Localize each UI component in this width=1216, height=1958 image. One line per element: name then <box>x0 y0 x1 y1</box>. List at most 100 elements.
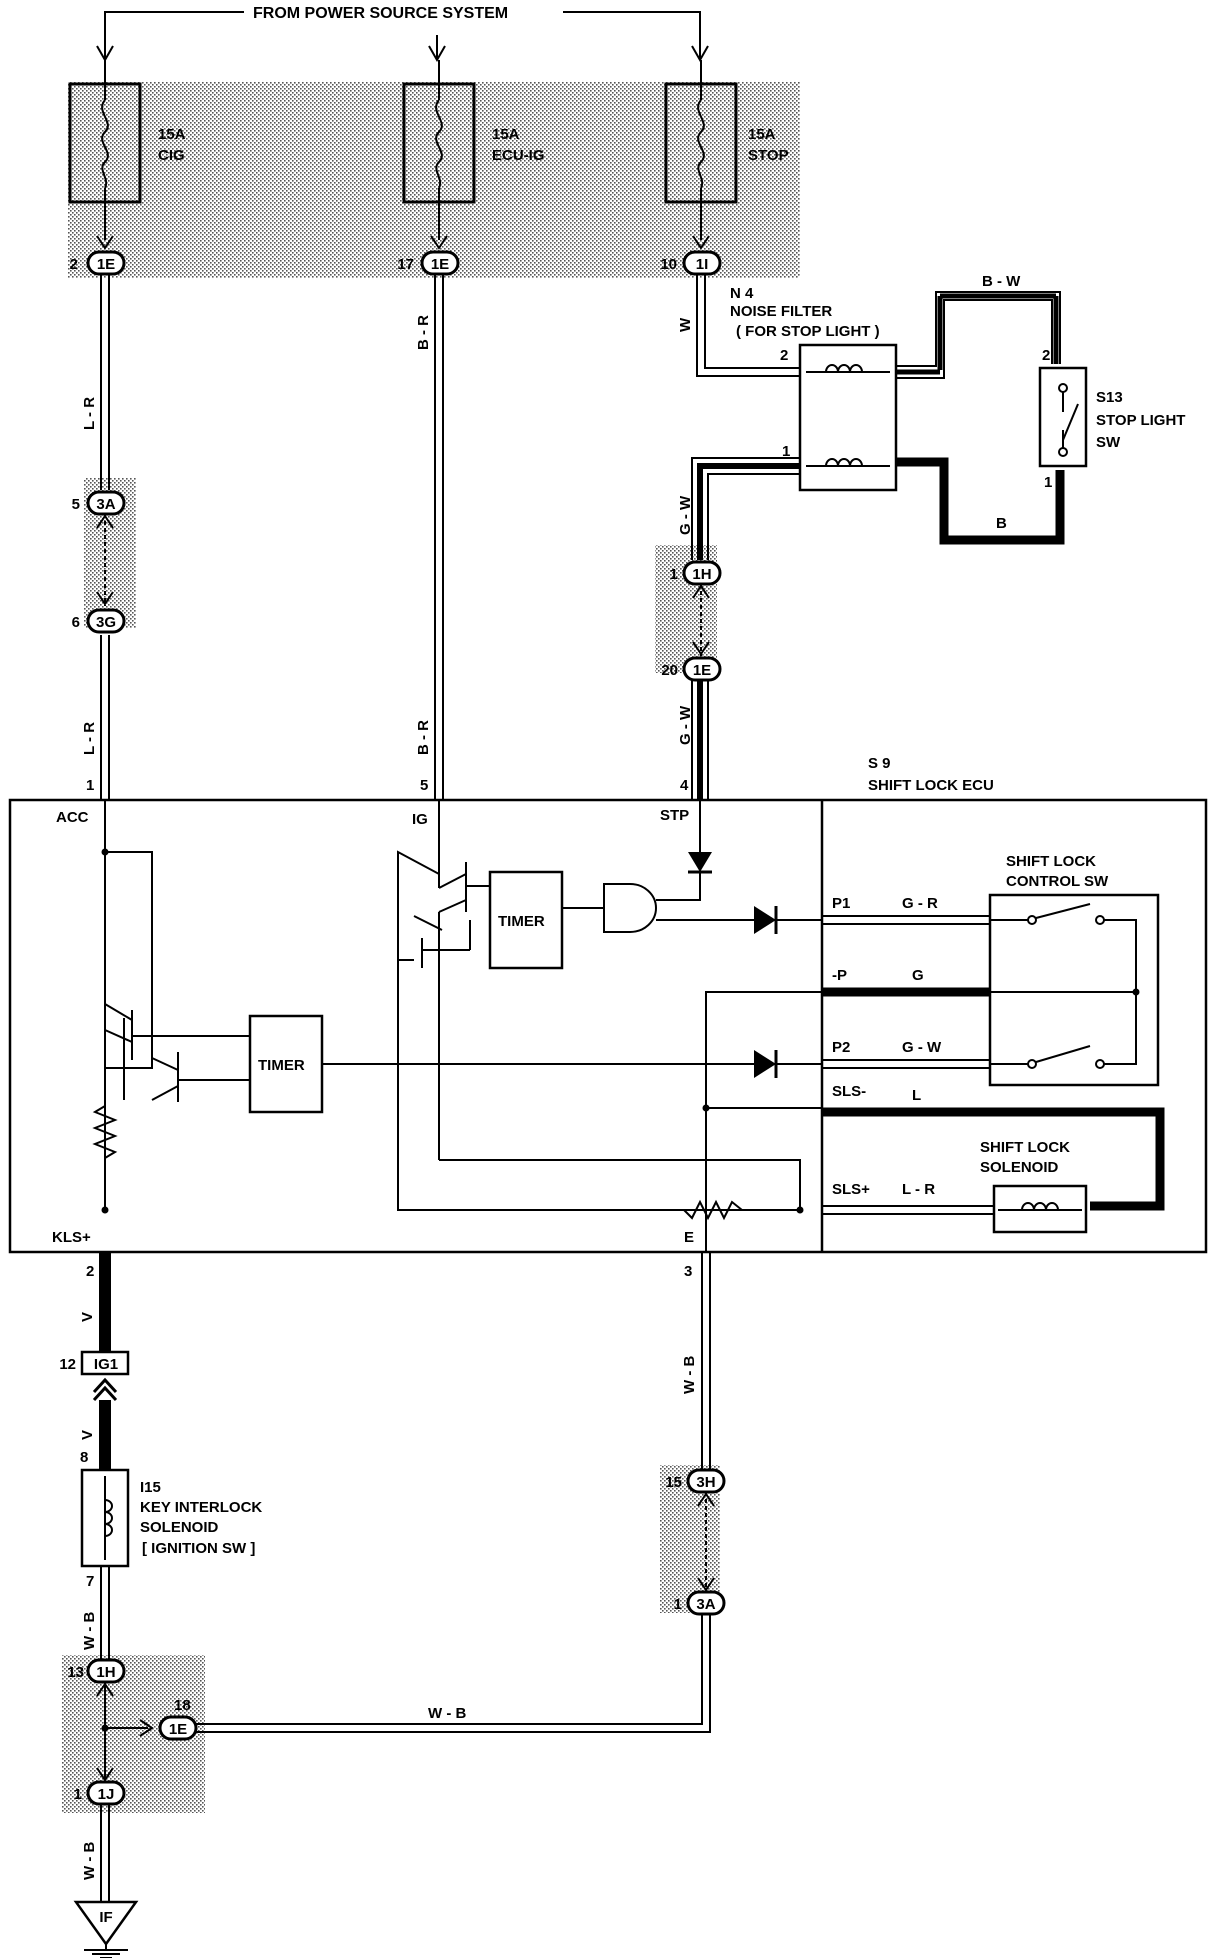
key-interlock-line3: [ IGNITION SW ] <box>142 1540 255 1557</box>
ecu-internal-acc <box>92 800 250 1210</box>
ecu-ref: S 9 <box>868 755 891 772</box>
wire-label-gw2: G - W <box>677 705 694 745</box>
wire-label-lr2: L - R <box>81 722 98 755</box>
noise-filter-ref: N 4 <box>730 285 754 302</box>
shift-lock-solenoid <box>992 1184 1088 1234</box>
fuse-cig <box>68 60 142 240</box>
ecu-timer-2 <box>488 870 564 970</box>
ground-symbol <box>73 1900 139 1958</box>
ecu-wire-slsp: L - R <box>902 1181 935 1198</box>
ecu-terminal-kls: KLS+ <box>52 1229 91 1246</box>
connector-c5-code: 3G <box>96 614 116 631</box>
ecu-timer-2-label: TIMER <box>498 913 545 930</box>
wire-b <box>896 457 1065 545</box>
key-interlock-ref: I15 <box>140 1479 161 1496</box>
control-sw-line2: CONTROL SW <box>1006 873 1109 890</box>
control-sw-line1: SHIFT LOCK <box>1006 853 1096 870</box>
ecu-terminal-p2: P2 <box>832 1039 850 1056</box>
ecu-pin-kls: 2 <box>86 1263 94 1280</box>
connector-c3 <box>682 235 722 276</box>
power-feed <box>96 11 709 63</box>
connector-c7 <box>682 656 722 682</box>
ground-code: IF <box>99 1909 112 1926</box>
stop-switch-pin-top: 2 <box>1042 347 1050 364</box>
stop-switch-line2: SW <box>1096 434 1121 451</box>
connector-c12 <box>158 1715 198 1741</box>
noise-filter-line2: ( FOR STOP LIGHT ) <box>736 323 880 340</box>
connector-c6-pin: 1 <box>670 566 678 583</box>
key-interlock-line2: SOLENOID <box>140 1519 219 1536</box>
ecu-wire-slsm: L <box>912 1087 921 1104</box>
connector-c10-code: 3A <box>696 1596 715 1613</box>
ecu-terminal-slsm: SLS- <box>832 1083 866 1100</box>
ecu-name: SHIFT LOCK ECU <box>868 777 994 794</box>
connector-c2-pin: 17 <box>397 256 414 273</box>
fuse-stop <box>664 60 738 240</box>
wire-stop-w <box>696 274 800 377</box>
connector-c4-code: 3A <box>96 496 115 513</box>
wire-label-wb1: W - B <box>81 1612 98 1650</box>
connector-c10-pin: 1 <box>674 1596 682 1613</box>
connector-c5 <box>86 608 126 634</box>
fuse-ecu-ig <box>402 60 476 240</box>
ecu-pin-ig: 5 <box>420 777 428 794</box>
wire-label-br1: B - R <box>415 315 432 350</box>
fuse-stop-amp: 15A <box>748 126 776 143</box>
wire-label-v1: V <box>79 1312 96 1322</box>
noise-filter-line1: NOISE FILTER <box>730 303 832 320</box>
wire-ecu-ig <box>434 274 444 800</box>
wire-wb-right <box>196 1252 711 1733</box>
connector-c5-pin: 6 <box>72 614 80 631</box>
wire-cig <box>100 274 110 800</box>
connector-c11-pin: 13 <box>67 1664 84 1681</box>
shift-lock-control-switch <box>988 893 1160 1087</box>
connector-c7-pin: 20 <box>661 662 678 679</box>
connector-c11-code: 1H <box>96 1664 115 1681</box>
wire-label-bw: B - W <box>982 273 1021 290</box>
connector-c7-code: 1E <box>693 662 711 679</box>
stop-switch-ref: S13 <box>1096 389 1123 406</box>
ecu-and-gate <box>562 870 754 933</box>
connector-c8-pin: 12 <box>59 1356 76 1373</box>
connector-c13-code: 1J <box>98 1786 115 1803</box>
connector-c3-pin: 10 <box>660 256 677 273</box>
wire-label-wb4: W - B <box>81 1842 98 1880</box>
wire-label-w1: W <box>677 317 694 332</box>
connector-c12-code: 1E <box>169 1721 187 1738</box>
ecu-terminal-ig: IG <box>412 811 428 828</box>
connector-c2 <box>420 235 460 276</box>
ecu-wire-p2: G - W <box>902 1039 942 1056</box>
wire-label-wb2: W - B <box>681 1356 698 1394</box>
connector-c11 <box>86 1658 126 1697</box>
connector-c6-code: 1H <box>692 566 711 583</box>
connector-c9-code: 3H <box>696 1474 715 1491</box>
wire-label-lr1: L - R <box>81 397 98 430</box>
noise-filter-pin-top: 2 <box>780 347 788 364</box>
connector-c2-code: 1E <box>431 256 449 273</box>
connector-c1-code: 1E <box>97 256 115 273</box>
connector-c1-pin: 2 <box>70 256 78 273</box>
key-interlock-pin-bot: 7 <box>86 1573 94 1590</box>
connector-c12-pin: 18 <box>174 1697 191 1714</box>
connector-link-1h-1e <box>692 584 710 656</box>
connector-c8 <box>80 1350 130 1402</box>
ecu-terminal-p1: P1 <box>832 895 850 912</box>
ecu-timer-1-label: TIMER <box>258 1057 305 1074</box>
key-interlock-pin-top: 8 <box>80 1449 88 1466</box>
key-interlock-line1: KEY INTERLOCK <box>140 1499 262 1516</box>
wire-label-b1: B <box>996 515 1007 532</box>
wire-gw <box>691 457 800 800</box>
control-sw-wiring <box>822 915 1165 1215</box>
connector-c1 <box>86 235 126 276</box>
stop-switch-line1: STOP LIGHT <box>1096 412 1185 429</box>
ecu-wire-p: G <box>912 967 924 984</box>
key-interlock-solenoid <box>80 1468 130 1568</box>
ecu-terminal-stp: STP <box>660 807 689 824</box>
connector-c3-code: 1I <box>696 256 709 273</box>
fuse-ecu-ig-amp: 15A <box>492 126 520 143</box>
noise-filter <box>798 343 898 492</box>
connector-c9-pin: 15 <box>665 1474 682 1491</box>
wire-label-gw1: G - W <box>677 495 694 535</box>
connector-c13-pin: 1 <box>74 1786 82 1803</box>
